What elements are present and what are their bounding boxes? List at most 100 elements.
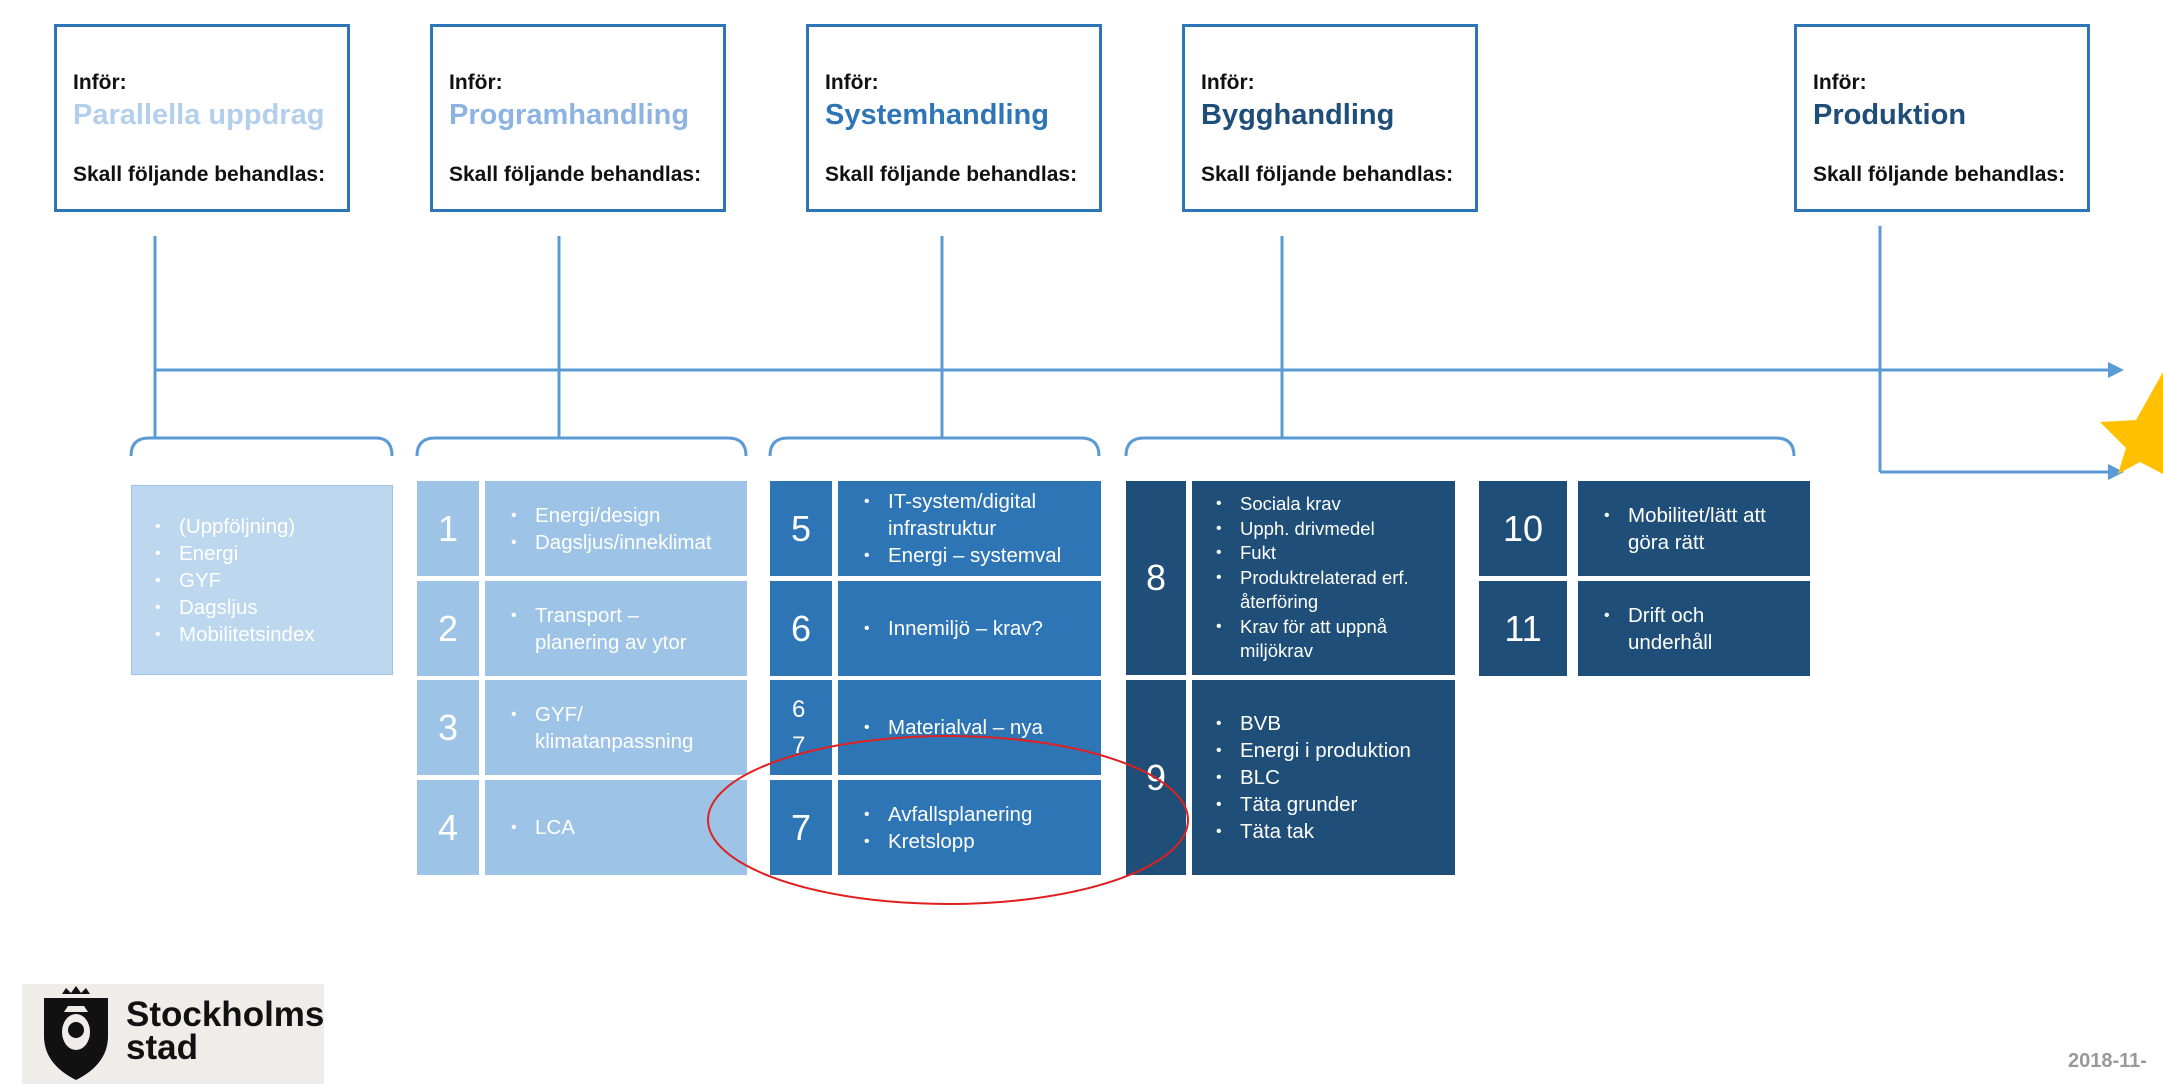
brace-parallella [129, 430, 394, 457]
list-item: Drift och underhåll [1604, 602, 1758, 656]
system-item-7-number: 7 [770, 780, 832, 875]
logo-wordmark: Stockholms stad [126, 995, 325, 1067]
topic-list: BVB Energi i produktion BLC Täta grunder… [1192, 710, 1411, 845]
system-item-6-7-topics: Materialval – nya [838, 680, 1101, 775]
list-item: Sociala krav [1216, 492, 1450, 517]
list-item: Energi i produktion [1216, 737, 1411, 764]
system-item-6-topics: Innemiljö – krav? [838, 581, 1101, 676]
topic-list: LCA [485, 814, 575, 841]
topic-list: Energi/design Dagsljus/inneklimat [485, 502, 712, 556]
list-item: Energi [155, 540, 315, 567]
phase-parallella: Inför: Parallella uppdrag Skall följande… [54, 24, 350, 212]
list-item: LCA [511, 814, 575, 841]
list-item: Avfallsplanering [864, 801, 1032, 828]
list-item: BVB [1216, 710, 1411, 737]
list-item: Täta tak [1216, 818, 1411, 845]
phase-skall-label: Skall följande behandlas: [73, 163, 326, 186]
topic-list: GYF/ klimatanpassning [485, 701, 715, 755]
system-item-6-7-number: 6 7 [770, 680, 832, 775]
list-item: Mobilitetsindex [155, 621, 315, 648]
phase-infor-label: Inför: [73, 71, 127, 94]
stockholms-stad-logo: Stockholms stad [22, 984, 324, 1084]
phase-system: Inför: Systemhandling Skall följande beh… [806, 24, 1102, 212]
list-item: Dagsljus [155, 594, 315, 621]
phase-title: Systemhandling [825, 99, 1049, 131]
list-item: Transport – planering av ytor [511, 602, 715, 656]
program-item-1-number: 1 [417, 481, 479, 576]
list-item: Upph. drivmedel [1216, 517, 1450, 542]
parallella-items-box: (Uppföljning) Energi GYF Dagsljus Mobili… [131, 485, 393, 675]
phase-infor-label: Inför: [1813, 71, 1867, 94]
list-item: Dagsljus/inneklimat [511, 529, 712, 556]
system-item-6-number: 6 [770, 581, 832, 676]
number-label: 6 [792, 696, 806, 723]
phase-title: Programhandling [449, 99, 690, 131]
bygg-item-9-number: 9 [1126, 680, 1186, 875]
list-item: Produktrelaterad erf. återföring [1216, 566, 1450, 615]
program-item-3-number: 3 [417, 680, 479, 775]
bygg-item-10-number: 10 [1479, 481, 1567, 576]
program-item-4-topics: LCA [485, 780, 747, 875]
phase-program: Inför: Programhandling Skall följande be… [430, 24, 726, 212]
phase-infor-label: Inför: [1201, 71, 1255, 94]
program-item-1-topics: Energi/design Dagsljus/inneklimat [485, 481, 747, 576]
program-item-2-topics: Transport – planering av ytor [485, 581, 747, 676]
list-item: (Uppföljning) [155, 513, 315, 540]
list-item: GYF/ klimatanpassning [511, 701, 715, 755]
crest-icon [44, 986, 108, 1080]
topic-list: Mobilitet/lätt att göra rätt [1578, 502, 1798, 556]
program-item-3-topics: GYF/ klimatanpassning [485, 680, 747, 775]
system-item-7-topics: Avfallsplanering Kretslopp [838, 780, 1101, 875]
phase-infor-label: Inför: [449, 71, 503, 94]
phase-skall-label: Skall följande behandlas: [1813, 163, 2066, 186]
brace-system [768, 430, 1101, 457]
bygg-item-8-topics: Sociala krav Upph. drivmedel Fukt Produk… [1192, 481, 1455, 675]
topic-list: IT-system/digital infrastruktur Energi –… [838, 488, 1088, 569]
list-item: Täta grunder [1216, 791, 1411, 818]
list-item: Materialval – nya [864, 714, 1043, 741]
bygg-item-11-number: 11 [1479, 581, 1567, 676]
phase-title: Parallella uppdrag [73, 99, 325, 131]
star-icon [2100, 372, 2163, 474]
list-item: IT-system/digital infrastruktur [864, 488, 1088, 542]
slide-date: 2018-11- [2068, 1050, 2147, 1072]
phase-skall-label: Skall följande behandlas: [825, 163, 1078, 186]
list-item: Kretslopp [864, 828, 1032, 855]
logo-line-2: stad [126, 1028, 198, 1067]
list-item: Energi/design [511, 502, 712, 529]
topic-list: Materialval – nya [838, 714, 1043, 741]
list-item: BLC [1216, 764, 1411, 791]
logo-line-1: Stockholms [126, 995, 325, 1034]
number-label: 7 [792, 732, 806, 759]
topic-list: Avfallsplanering Kretslopp [838, 801, 1032, 855]
bygg-item-8-number: 8 [1126, 481, 1186, 675]
topic-list: Innemiljö – krav? [838, 615, 1043, 642]
list-item: Krav för att uppnå miljökrav [1216, 615, 1450, 664]
bygg-item-11-topics: Drift och underhåll [1578, 581, 1810, 676]
phase-infor-label: Inför: [825, 71, 879, 94]
phase-skall-label: Skall följande behandlas: [449, 163, 702, 186]
parallella-item-list: (Uppföljning) Energi GYF Dagsljus Mobili… [132, 513, 315, 648]
bygg-item-10-topics: Mobilitet/lätt att göra rätt [1578, 481, 1810, 576]
list-item: Fukt [1216, 541, 1450, 566]
list-item: Energi – systemval [864, 542, 1088, 569]
phase-title: Bygghandling [1201, 99, 1395, 131]
phase-title: Produktion [1813, 99, 1967, 131]
brace-program [415, 430, 748, 457]
phase-produktion: Inför: Produktion Skall följande behandl… [1794, 24, 2090, 212]
list-item: GYF [155, 567, 315, 594]
phase-bygg: Inför: Bygghandling Skall följande behan… [1182, 24, 1478, 212]
system-item-5-topics: IT-system/digital infrastruktur Energi –… [838, 481, 1101, 576]
system-item-5-number: 5 [770, 481, 832, 576]
brace-bygg [1124, 430, 1796, 457]
topic-list: Drift och underhåll [1578, 602, 1758, 656]
topic-list: Transport – planering av ytor [485, 602, 715, 656]
produktion-arrowhead [2108, 464, 2124, 480]
list-item: Mobilitet/lätt att göra rätt [1604, 502, 1798, 556]
bygg-item-9-topics: BVB Energi i produktion BLC Täta grunder… [1192, 680, 1455, 875]
phase-skall-label: Skall följande behandlas: [1201, 163, 1454, 186]
program-item-4-number: 4 [417, 780, 479, 875]
timeline-arrowhead [2108, 362, 2124, 378]
program-item-2-number: 2 [417, 581, 479, 676]
